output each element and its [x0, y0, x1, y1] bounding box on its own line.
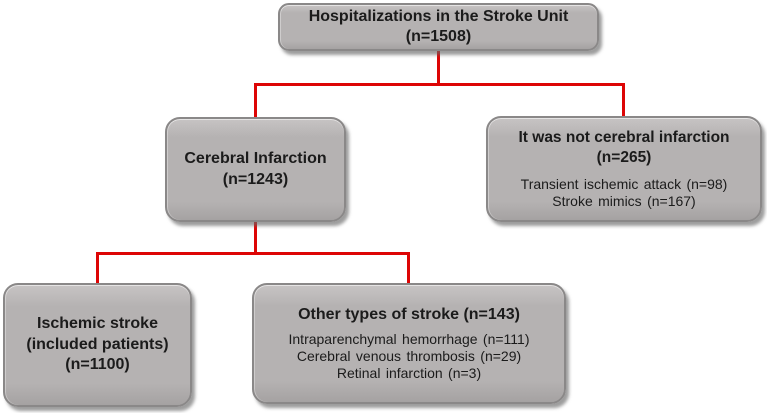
- node-title: Cerebral Infarction (n=1243): [184, 150, 327, 188]
- node-title: Hospitalizations in the Stroke Unit (n=1…: [308, 7, 569, 45]
- connector-drop-ischemic-stroke: [96, 252, 99, 285]
- detail-line: Stroke mimics (n=167): [552, 192, 696, 209]
- node-not-cerebral-infarction: It was not cerebral infarction (n=265) T…: [486, 116, 762, 222]
- detail-line: Transient ischemic attack (n=98): [520, 175, 728, 192]
- node-ischemic-stroke: Ischemic stroke (included patients) (n=1…: [3, 283, 192, 407]
- node-hospitalizations-stroke-unit: Hospitalizations in the Stroke Unit (n=1…: [278, 3, 599, 51]
- node-cerebral-infarction: Cerebral Infarction (n=1243): [165, 117, 346, 222]
- node-details: Transient ischemic attack (n=98) Stroke …: [521, 176, 728, 210]
- detail-line: Cerebral venous thrombosis (n=29): [296, 348, 522, 365]
- node-title: Other types of stroke (n=143): [298, 305, 520, 323]
- connector-row3-horizontal: [96, 252, 410, 255]
- node-other-types-of-stroke: Other types of stroke (n=143) Intraparen…: [252, 283, 566, 404]
- node-title: Ischemic stroke (included patients) (n=1…: [26, 315, 169, 374]
- connector-row2-horizontal: [254, 83, 625, 86]
- connector-cerebral-stem: [254, 221, 257, 255]
- connector-drop-cerebral-infarction: [254, 83, 257, 119]
- connector-root-stem: [437, 51, 440, 85]
- detail-line: Retinal infarction (n=3): [336, 365, 482, 382]
- node-details: Intraparenchymal hemorrhage (n=111) Cere…: [289, 331, 530, 382]
- connector-drop-not-cerebral-infarction: [622, 83, 625, 118]
- connector-drop-other-types: [407, 252, 410, 285]
- node-title: It was not cerebral infarction (n=265): [518, 129, 730, 166]
- detail-line: Intraparenchymal hemorrhage (n=111): [288, 331, 530, 348]
